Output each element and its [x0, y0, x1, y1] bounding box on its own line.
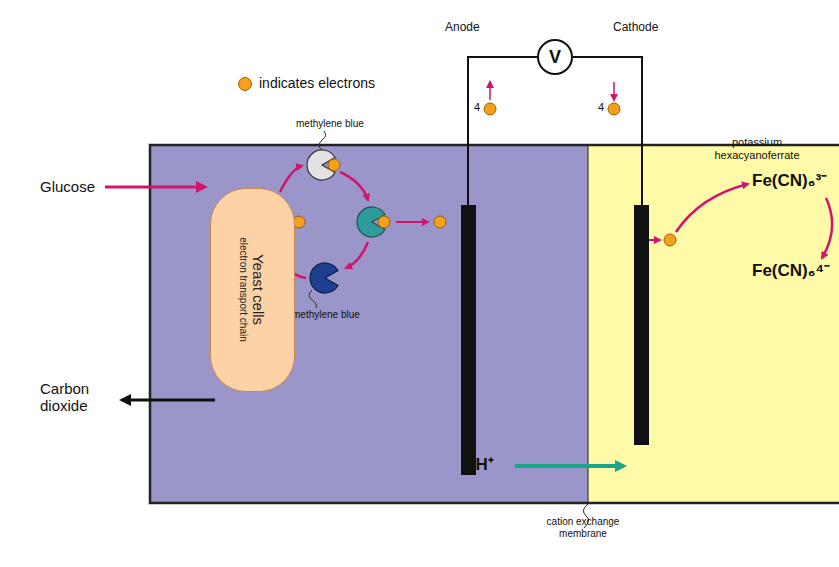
- anode-chamber: [150, 145, 588, 503]
- meter-symbol: V: [549, 47, 561, 68]
- output-label: Carbon dioxide: [40, 380, 115, 415]
- legend-text: indicates electrons: [259, 75, 375, 91]
- yeast-cell-box: Yeast cellselectron transport chain: [210, 188, 295, 392]
- rotated-text-holder: Yeast cellselectron transport chain: [213, 193, 292, 387]
- methylene-blue-molecule: [310, 263, 338, 293]
- electron: [484, 103, 496, 115]
- electron-flow-arrow: [613, 82, 615, 100]
- cycle-arrow: [346, 242, 368, 268]
- input-label: Glucose: [40, 178, 95, 195]
- electron-flow-arrow: [489, 82, 491, 100]
- leader-line: [319, 131, 326, 150]
- electron-count: 4: [474, 101, 480, 113]
- electrolyte-label: potassium hexacyanoferrate: [692, 136, 822, 161]
- glucose-arrow: [105, 186, 205, 189]
- cathode-electrode: [634, 205, 649, 445]
- ion-label: Fe(CN)₆³⁻: [752, 168, 827, 191]
- anode-electrode: [461, 205, 476, 475]
- proton-label: 4H⁺: [466, 452, 494, 475]
- node-heading: Yeast cells: [249, 254, 267, 325]
- mediator-label: methylene blue: [292, 309, 360, 320]
- electron: [664, 234, 676, 246]
- electron-flow-arrow: [396, 221, 428, 223]
- electron: [328, 159, 340, 171]
- co2-arrow: [122, 399, 215, 402]
- membrane-label: cation exchange membrane: [528, 516, 638, 539]
- reaction-arrow: [676, 184, 748, 232]
- electron: [608, 103, 620, 115]
- electrode-label: Cathode: [613, 20, 658, 34]
- membrane: [588, 145, 589, 503]
- cycle-arrow: [280, 166, 302, 192]
- electron: [378, 216, 390, 228]
- cycle-arrow: [340, 172, 368, 200]
- cathode-chamber: [588, 145, 839, 503]
- external-wire: [468, 57, 642, 205]
- electrode-label: Anode: [445, 20, 480, 34]
- electron: [434, 216, 446, 228]
- ion-label: Fe(CN)₆⁴⁻: [752, 258, 830, 281]
- cell-wall: [150, 145, 839, 503]
- legend-swatch: [238, 77, 252, 91]
- leader-line: [309, 290, 317, 308]
- node-subtext: electron transport chain: [237, 237, 249, 342]
- mediator-label: methylene blue: [296, 118, 364, 129]
- voltmeter: V: [537, 39, 573, 75]
- electron-count: 4: [598, 101, 604, 113]
- proton-flow-arrow: [515, 464, 624, 468]
- electron-flow-arrow: [649, 239, 660, 241]
- reaction-arrow: [822, 198, 832, 258]
